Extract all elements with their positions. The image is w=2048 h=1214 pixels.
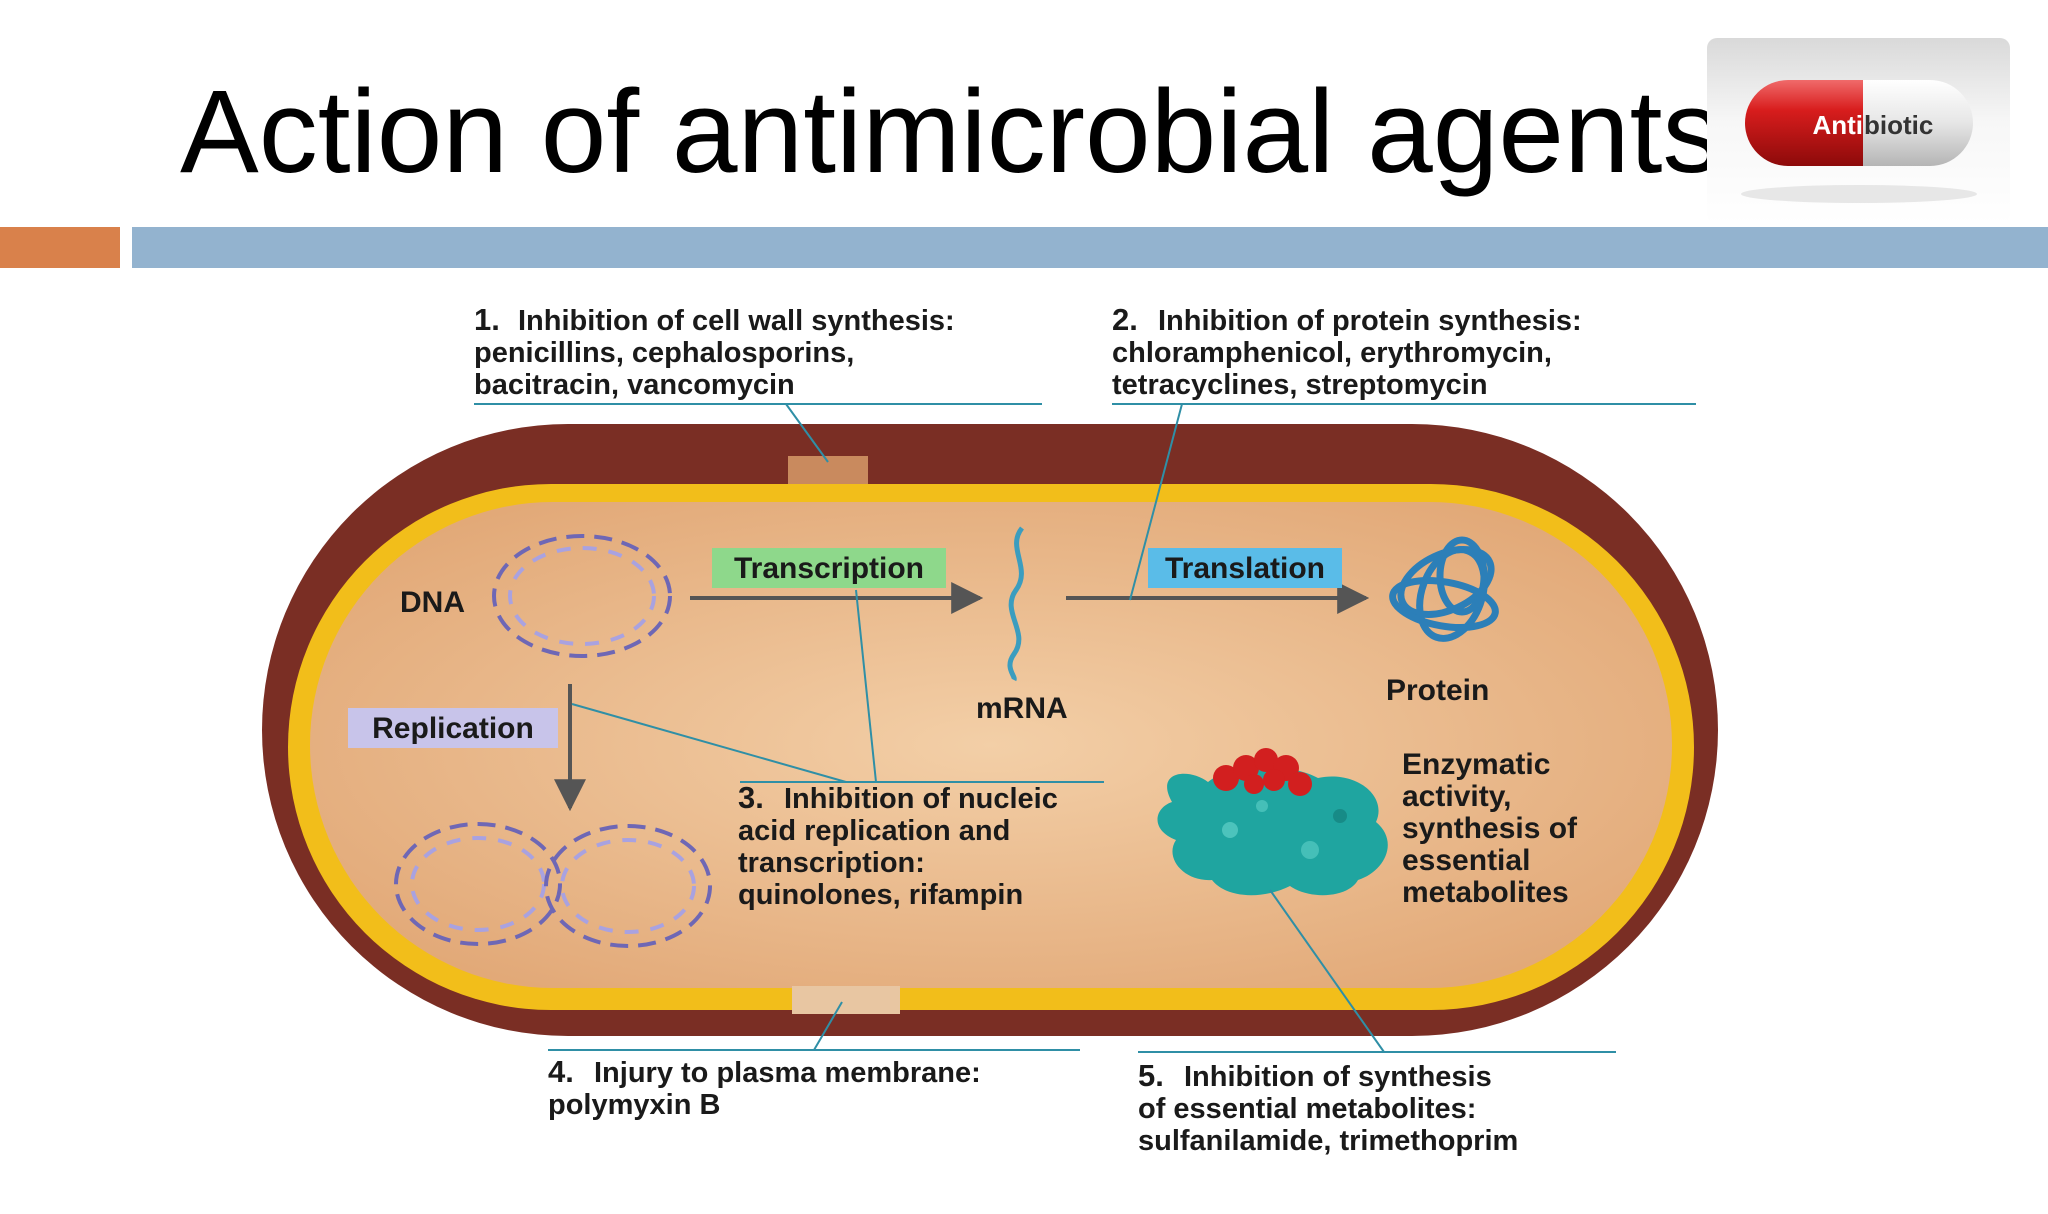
svg-text:chloramphenicol, erythromycin,: chloramphenicol, erythromycin,: [1112, 337, 1552, 369]
mrna-label: mRNA: [976, 692, 1068, 725]
svg-text:bacitracin, vancomycin: bacitracin, vancomycin: [474, 369, 795, 401]
accent-bar-orange: [0, 227, 120, 268]
translation-box: [1148, 548, 1342, 588]
mrna-icon: [1007, 526, 1025, 682]
svg-text:penicillins, cephalosporins,: penicillins, cephalosporins,: [474, 337, 854, 369]
replication-label: Replication: [372, 712, 534, 745]
svg-text:Injury to plasma membrane:: Injury to plasma membrane:: [594, 1057, 981, 1089]
leader-line-5: [1269, 889, 1385, 1053]
protein-icon: [1389, 536, 1499, 642]
enzymatic-activity-label: Enzymatic activity, synthesis of essenti…: [1402, 748, 1578, 909]
antibiotic-pill-logo: Anti biotic: [1707, 38, 2010, 224]
svg-text:tetracyclines, streptomycin: tetracyclines, streptomycin: [1112, 369, 1488, 401]
enzyme-icon: [1157, 766, 1388, 896]
leader-line-3a: [855, 589, 877, 783]
caption-3: 3. Inhibition of nucleic acid replicatio…: [738, 780, 1058, 911]
dna-icon: [492, 534, 672, 658]
caption-1: 1. Inhibition of cell wall synthesis: pe…: [474, 302, 955, 401]
caption-5-number: 5.: [1138, 1058, 1164, 1093]
dna-label: DNA: [400, 586, 465, 619]
caption-4-number: 4.: [548, 1054, 574, 1089]
svg-text:of essential metabolites:: of essential metabolites:: [1138, 1093, 1476, 1125]
svg-text:metabolites: metabolites: [1402, 876, 1569, 909]
svg-text:sulfanilamide, trimethoprim: sulfanilamide, trimethoprim: [1138, 1125, 1518, 1157]
svg-text:acid replication and: acid replication and: [738, 815, 1010, 847]
accent-bar-blue: [132, 227, 2048, 268]
logo-text-biotic: biotic: [1864, 110, 1933, 140]
svg-text:quinolones, rifampin: quinolones, rifampin: [738, 879, 1023, 911]
membrane-gap: [792, 986, 900, 1014]
caption-5: 5. Inhibition of synthesis of essential …: [1138, 1058, 1518, 1157]
svg-text:activity,: activity,: [1402, 780, 1512, 813]
leader-line-3b: [571, 703, 847, 783]
svg-text:synthesis of: synthesis of: [1402, 812, 1578, 845]
caption-2-number: 2.: [1112, 302, 1138, 337]
svg-text:polymyxin B: polymyxin B: [548, 1089, 720, 1121]
caption-1-number: 1.: [474, 302, 500, 337]
svg-text:essential: essential: [1402, 844, 1530, 877]
replicated-dna-icon: [394, 822, 712, 948]
transcription-box: [712, 548, 946, 588]
slide-title: Action of antimicrobial agents: [180, 66, 1722, 198]
leader-line-1: [785, 403, 829, 463]
caption-4: 4. Injury to plasma membrane: polymyxin …: [548, 1054, 981, 1121]
protein-label: Protein: [1386, 674, 1489, 707]
svg-text:Enzymatic: Enzymatic: [1402, 748, 1550, 781]
caption-2: 2. Inhibition of protein synthesis: chlo…: [1112, 302, 1582, 401]
replication-box: [348, 708, 558, 748]
svg-text:Inhibition of cell wall synthe: Inhibition of cell wall synthesis:: [518, 305, 955, 337]
svg-text:Inhibition of nucleic: Inhibition of nucleic: [784, 783, 1058, 815]
substrate-icon: [1213, 748, 1312, 796]
svg-text:Inhibition of synthesis: Inhibition of synthesis: [1184, 1061, 1492, 1093]
leader-line-4: [813, 1001, 843, 1051]
svg-text:Inhibition of protein synthesi: Inhibition of protein synthesis:: [1158, 305, 1582, 337]
transcription-label: Transcription: [734, 552, 924, 585]
caption-3-number: 3.: [738, 780, 764, 815]
leader-line-2: [1129, 403, 1183, 601]
logo-text-anti: Anti: [1812, 110, 1863, 140]
cell-wall-gap: [788, 456, 868, 484]
translation-label: Translation: [1165, 552, 1325, 585]
svg-text:transcription:: transcription:: [738, 847, 925, 879]
